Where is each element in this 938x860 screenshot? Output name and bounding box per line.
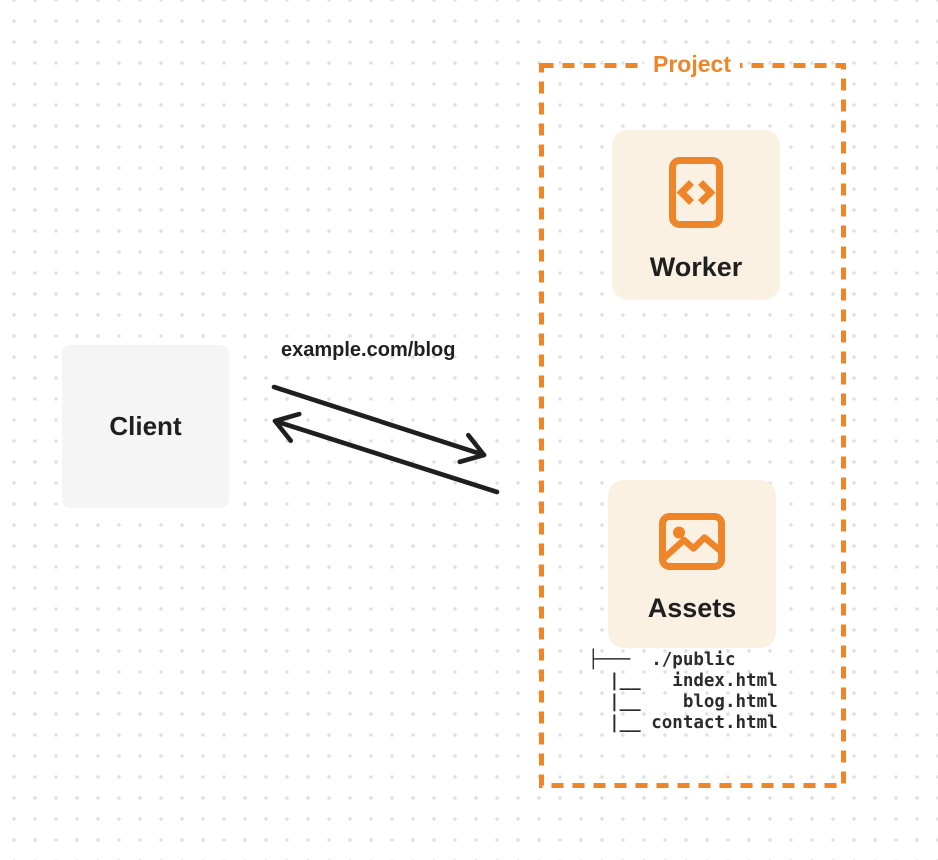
worker-node: Worker bbox=[612, 130, 780, 300]
worker-label: Worker bbox=[649, 252, 743, 282]
request-url-label: example.com/blog bbox=[281, 339, 456, 361]
image-icon bbox=[659, 513, 725, 570]
code-file-icon bbox=[669, 157, 723, 228]
client-label: Client bbox=[109, 411, 182, 441]
response-arrow bbox=[272, 411, 500, 495]
project-label-row: Project bbox=[539, 51, 845, 78]
project-label: Project bbox=[644, 51, 740, 78]
request-arrow bbox=[271, 384, 487, 465]
assets-node: Assets bbox=[608, 480, 776, 648]
assets-label: Assets bbox=[647, 593, 737, 623]
assets-file-tree: ├─── ./public |__ index.html |__ blog.ht… bbox=[588, 650, 778, 733]
client-node: Client bbox=[62, 345, 229, 508]
